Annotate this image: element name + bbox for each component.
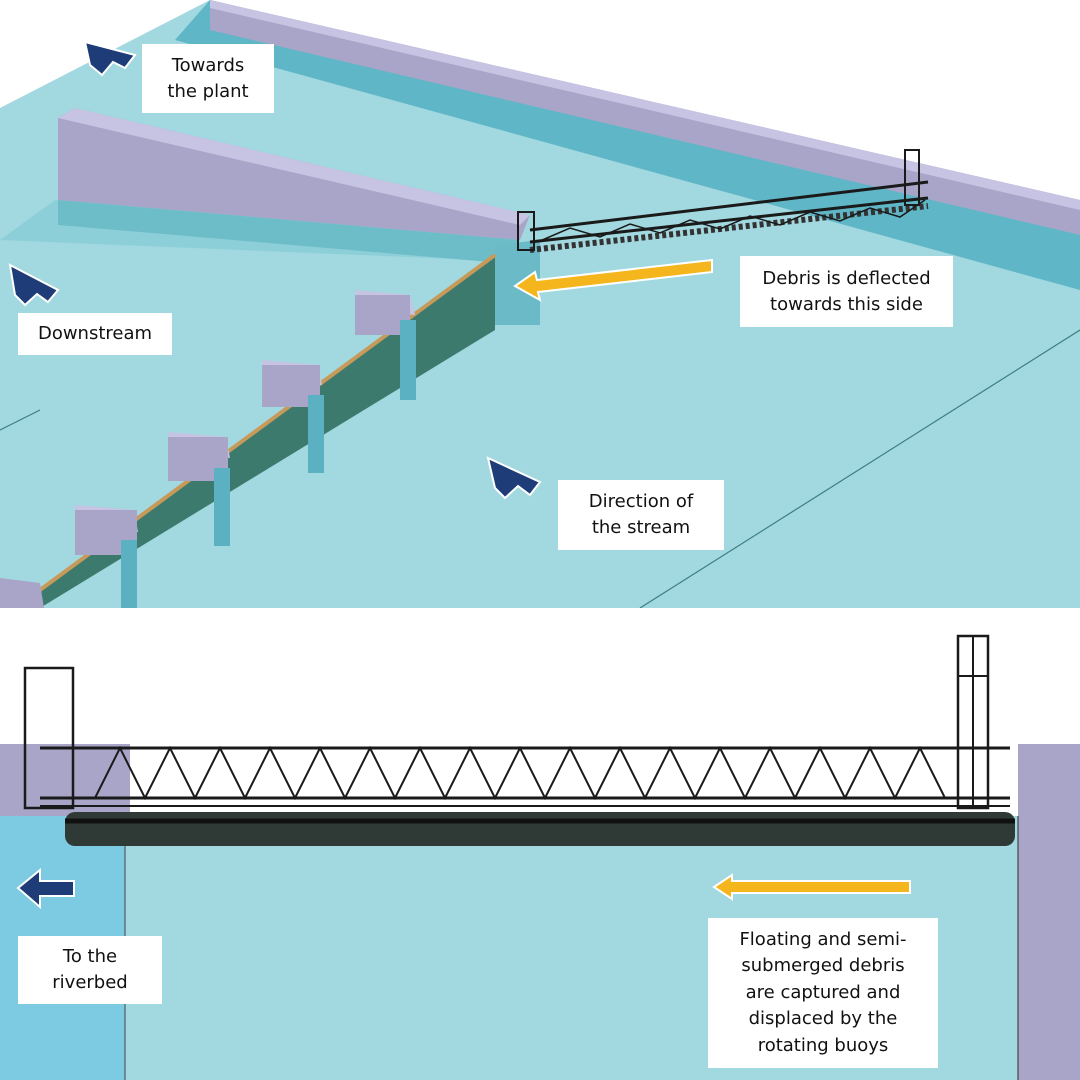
weir-panels [40, 255, 495, 608]
right-gantry [956, 634, 990, 810]
bridge-pier [495, 240, 540, 325]
to-riverbed-label: To the riverbed [18, 936, 162, 1004]
debris-deflected-label: Debris is deflected towards this side [740, 256, 953, 327]
side-view [0, 616, 1080, 1080]
isometric-view [0, 0, 1080, 608]
direction-stream-label: Direction of the stream [558, 480, 724, 550]
weir-pillars [0, 290, 416, 608]
side-truss [40, 745, 1010, 807]
deflector-truss [517, 149, 929, 253]
rotating-buoys [65, 812, 1015, 846]
towards-plant-label: Towards the plant [142, 44, 274, 113]
riverbed-arrow-icon [16, 867, 75, 910]
towards-plant-arrow-icon [83, 40, 137, 77]
downstream-arrow-icon [8, 263, 60, 307]
debris-flow-arrow-icon [712, 873, 911, 901]
floating-debris-label: Floating and semi- submerged debris are … [708, 918, 938, 1068]
channel-edge-line [639, 329, 1080, 608]
divider-wall-base [58, 200, 520, 262]
far-wall [210, 0, 1080, 235]
left-bank-wall [0, 744, 130, 816]
left-edge-line [0, 409, 41, 431]
divider-wall-top [58, 108, 530, 225]
far-wall-top [210, 0, 1080, 210]
right-bank-wall [1018, 744, 1080, 1080]
left-gantry [23, 666, 75, 810]
downstream-label: Downstream [18, 313, 172, 355]
stream-direction-arrow-icon [486, 456, 542, 500]
debris-deflected-arrow-icon [513, 258, 713, 303]
